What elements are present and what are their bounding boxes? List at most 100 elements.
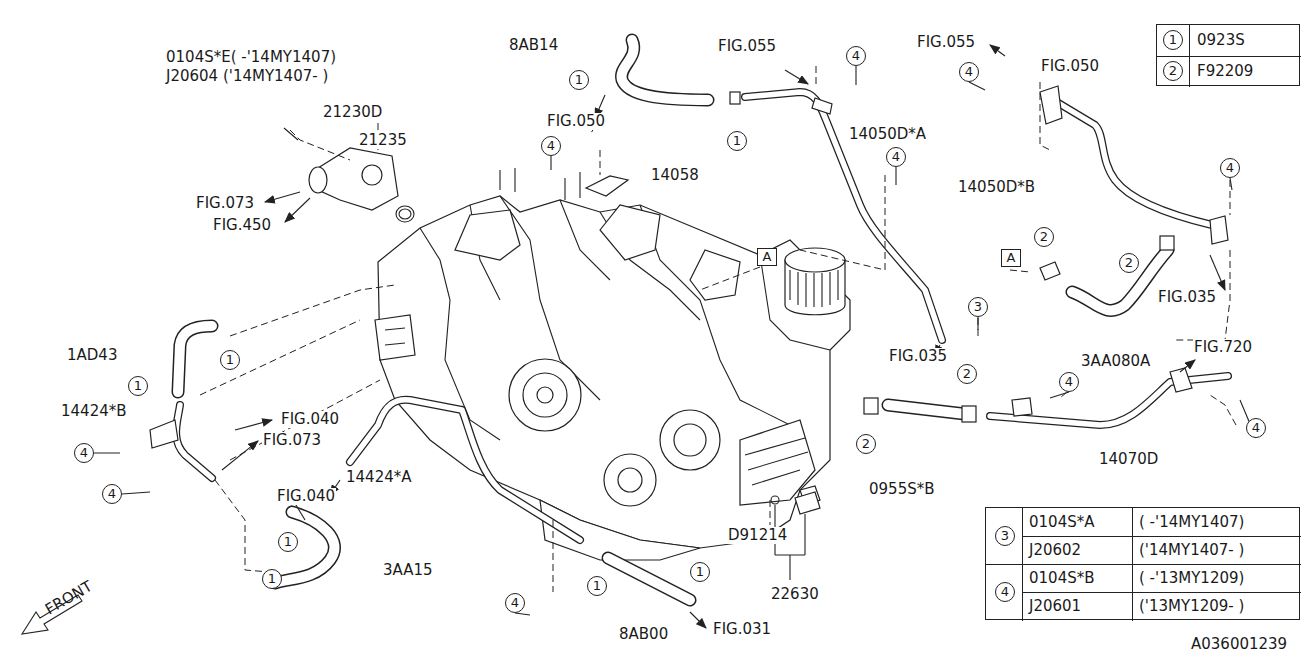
table-rule bbox=[1157, 56, 1301, 57]
figure-reference: FIG.035 bbox=[888, 348, 948, 365]
callout-number: 1 bbox=[128, 376, 148, 396]
callout-text: 1 bbox=[593, 579, 601, 593]
callout-text: 1 bbox=[696, 565, 704, 579]
callout-text: 2 bbox=[862, 437, 870, 451]
callout-text: 1 bbox=[134, 379, 142, 393]
callout-text: 4 bbox=[547, 139, 555, 153]
callout-number: 4 bbox=[959, 62, 979, 82]
callout-number: 3 bbox=[968, 297, 988, 317]
callout-text: 1 bbox=[575, 73, 583, 87]
table-cell: ( -'14MY1407) bbox=[1139, 514, 1244, 531]
part-number: 14424*B bbox=[60, 403, 128, 420]
callout-text: 2 bbox=[963, 367, 971, 381]
part-number: 14058 bbox=[650, 167, 700, 184]
part-number: J20604 ('14MY1407- ) bbox=[165, 68, 329, 85]
callout-text: 4 bbox=[80, 446, 88, 460]
part-number: 0955S*B bbox=[868, 481, 936, 498]
callout-text: 4 bbox=[1065, 375, 1073, 389]
callout-text: 1 bbox=[284, 535, 292, 549]
callout-number: 2 bbox=[1119, 253, 1139, 273]
legend-table: 0923S F92209 1 2 bbox=[1156, 24, 1300, 86]
figure-reference: FIG.035 bbox=[1157, 289, 1217, 306]
callout-text: A bbox=[1007, 251, 1016, 265]
table-cell: 0923S bbox=[1197, 32, 1245, 49]
callout-number: 1 bbox=[587, 576, 607, 596]
part-number: 3AA15 bbox=[382, 562, 434, 579]
callout-text: 4 bbox=[892, 150, 900, 164]
table-cell: F92209 bbox=[1197, 63, 1253, 80]
callout-number: 1 bbox=[262, 569, 282, 589]
part-number: 8AB14 bbox=[508, 37, 559, 54]
table-rule bbox=[1022, 536, 1301, 537]
part-number: 0104S*E( -'14MY1407) bbox=[165, 49, 337, 66]
figure-reference: FIG.040 bbox=[276, 488, 336, 505]
table-rule bbox=[1022, 592, 1301, 593]
table-cell: J20602 bbox=[1029, 542, 1081, 559]
callout-number: 1 bbox=[727, 131, 747, 151]
callout-text: 4 bbox=[108, 487, 116, 501]
part-number: 14070D bbox=[1098, 451, 1159, 468]
callout-number: 4 bbox=[1220, 158, 1240, 178]
callout-number: 2 bbox=[1163, 61, 1183, 81]
callout-number: 3 bbox=[995, 526, 1015, 546]
part-number: 1AD43 bbox=[66, 347, 118, 364]
callout-text: 4 bbox=[1001, 585, 1009, 599]
table-rule bbox=[986, 564, 1301, 565]
callout-text: A bbox=[763, 250, 772, 264]
part-number: 21235 bbox=[358, 132, 408, 149]
callout-number: 2 bbox=[957, 364, 977, 384]
callout-text: 1 bbox=[733, 134, 741, 148]
callout-number: 4 bbox=[1059, 372, 1079, 392]
figure-reference: FIG.073 bbox=[262, 432, 322, 449]
callout-text: 2 bbox=[1040, 230, 1048, 244]
callout-text: 3 bbox=[1001, 529, 1009, 543]
part-number: A036001239 bbox=[1190, 636, 1288, 653]
callout-number: 1 bbox=[220, 350, 240, 370]
callout-number: 1 bbox=[278, 532, 298, 552]
callout-text: 4 bbox=[965, 65, 973, 79]
part-number: 14050D*B bbox=[957, 179, 1036, 196]
figure-reference: FIG.073 bbox=[195, 195, 255, 212]
table-cell: ('13MY1209- ) bbox=[1139, 598, 1244, 615]
callout-number: 4 bbox=[886, 147, 906, 167]
table-cell: ( -'13MY1209) bbox=[1139, 570, 1244, 587]
table-cell: J20601 bbox=[1029, 598, 1081, 615]
callout-text: 4 bbox=[511, 596, 519, 610]
callout-number: 4 bbox=[995, 582, 1015, 602]
part-number: 8AB00 bbox=[618, 626, 669, 643]
callout-text: 1 bbox=[1169, 33, 1177, 47]
callout-number: 4 bbox=[74, 443, 94, 463]
figure-reference: FIG.040 bbox=[280, 411, 340, 428]
reference-box: A bbox=[757, 248, 777, 266]
callout-number: 1 bbox=[569, 70, 589, 90]
part-number: FRONT bbox=[42, 578, 97, 619]
figure-reference: FIG.050 bbox=[546, 113, 606, 130]
part-number: D91214 bbox=[727, 527, 788, 544]
callout-number: 4 bbox=[541, 136, 561, 156]
callout-text: 4 bbox=[852, 49, 860, 63]
callout-number: 4 bbox=[102, 484, 122, 504]
callout-text: 3 bbox=[974, 300, 982, 314]
legend-table: 0104S*A( -'14MY1407)J20602('14MY1407- )0… bbox=[985, 507, 1300, 620]
callout-number: 4 bbox=[1246, 418, 1266, 438]
part-number: 14424*A bbox=[345, 469, 412, 486]
table-cell: 0104S*B bbox=[1029, 570, 1095, 587]
table-cell: ('14MY1407- ) bbox=[1139, 542, 1244, 559]
callout-text: 4 bbox=[1226, 161, 1234, 175]
figure-reference: FIG.720 bbox=[1193, 339, 1253, 356]
callout-number: 1 bbox=[1163, 30, 1183, 50]
callout-text: 1 bbox=[268, 572, 276, 586]
part-number: 14050D*A bbox=[848, 126, 927, 143]
callout-number: 1 bbox=[690, 562, 710, 582]
callout-text: 2 bbox=[1169, 64, 1177, 78]
part-number: 21230D bbox=[322, 104, 383, 121]
callout-number: 4 bbox=[846, 46, 866, 66]
figure-reference: FIG.050 bbox=[1040, 58, 1100, 75]
callout-number: 2 bbox=[1034, 227, 1054, 247]
figure-reference: FIG.031 bbox=[712, 621, 772, 638]
part-number: 22630 bbox=[770, 586, 820, 603]
figure-reference: FIG.055 bbox=[717, 38, 777, 55]
reference-box: A bbox=[1001, 249, 1021, 267]
callout-number: 2 bbox=[856, 434, 876, 454]
